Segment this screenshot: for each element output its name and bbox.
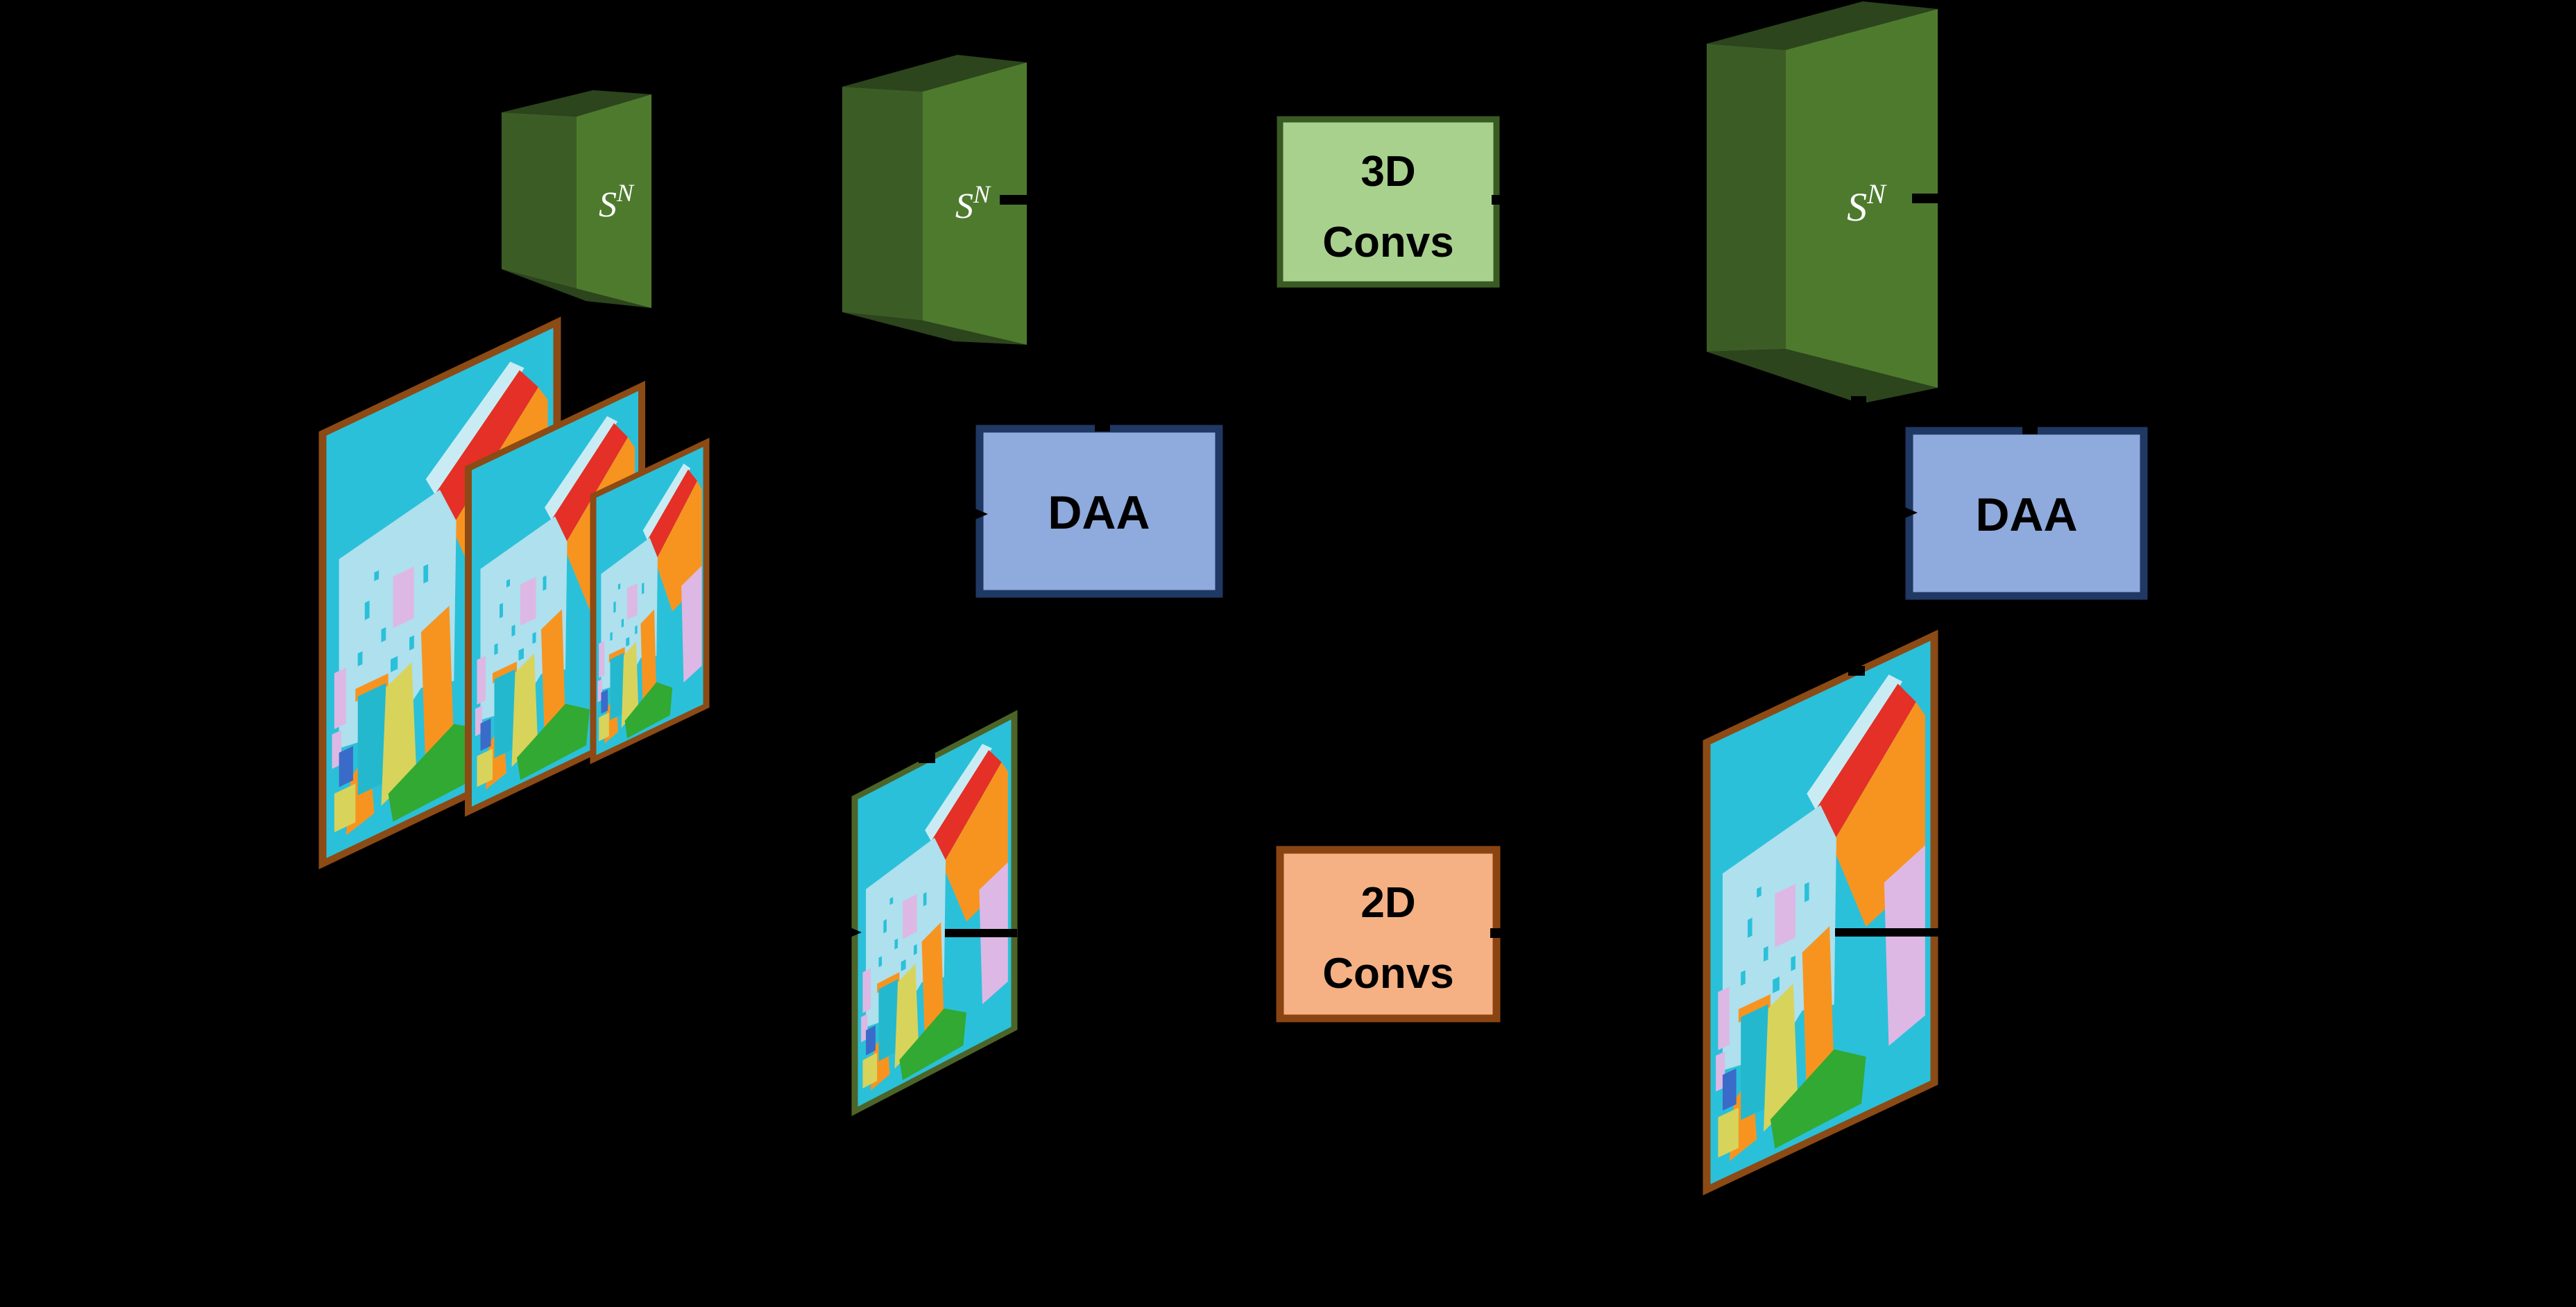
- convs-2d-label-line1: 2D: [1360, 879, 1415, 927]
- volume-label-sn: SN: [1847, 178, 1887, 230]
- volume-top-face: [842, 55, 1027, 92]
- daa-block-right: DAA: [1905, 427, 2148, 600]
- output-image-large-border: [1703, 629, 1938, 1196]
- connector-stub-prediction-image-top: [919, 753, 935, 763]
- daa-right-label: DAA: [1975, 488, 2077, 541]
- volume-label-sn: SN: [599, 179, 635, 225]
- input-image-stack: [318, 316, 710, 870]
- feature-volume-small: SN: [502, 90, 651, 308]
- volume-label-sn: SN: [955, 180, 991, 226]
- sn-base: S: [955, 187, 973, 226]
- connector-dash-after-volume-large: [1912, 194, 1940, 203]
- arrowhead-into-prediction-image: [842, 924, 862, 941]
- connector-stub-volume-large-bottom: [1851, 396, 1866, 405]
- volume-front-face: [923, 62, 1027, 345]
- connector-stub-output-image-top: [1848, 666, 1865, 676]
- volume-bottom-face: [842, 312, 1027, 345]
- prediction-image-small: [851, 710, 1018, 1116]
- daa-left-label: DAA: [1048, 486, 1150, 539]
- arrowhead-into-daa-right: [1900, 505, 1918, 520]
- stack-image-small-border: [590, 437, 710, 764]
- volume-side-face: [1707, 44, 1786, 352]
- connector-stub-daa-right-top: [2022, 425, 2038, 434]
- feature-volume-large: SN: [1707, 1, 1938, 404]
- volume-top-face: [502, 90, 651, 117]
- connector-stub-daa-left-top: [1095, 422, 1110, 432]
- volume-front-face: [577, 94, 651, 308]
- connector-fragments: [842, 194, 2038, 941]
- segmentation-map: [855, 715, 1014, 1111]
- sn-base: S: [599, 185, 617, 225]
- daa-block-left: DAA: [975, 425, 1223, 598]
- arrowhead-into-daa-left: [970, 506, 988, 522]
- volume-side-face: [842, 87, 923, 321]
- convs-3d-label-line2: Convs: [1322, 219, 1453, 266]
- feature-volume-medium: SN: [842, 55, 1027, 345]
- output-image-large: [1703, 629, 1938, 1196]
- connector-line-over-prediction-image: [945, 929, 1017, 937]
- connector-line-over-output-image: [1835, 928, 1939, 937]
- sn-base: S: [1847, 185, 1867, 230]
- connector-dash-after-convs-2d: [1490, 928, 1514, 938]
- convs-3d-box: [1277, 116, 1500, 288]
- volume-side-face: [502, 112, 577, 289]
- convs-2d-label-line2: Convs: [1322, 950, 1453, 998]
- convs-3d-label-line1: 3D: [1360, 148, 1415, 196]
- sn-superscript: N: [973, 180, 991, 208]
- volume-bottom-face: [1707, 349, 1938, 404]
- stack-image-small: [590, 437, 710, 764]
- sn-superscript: N: [616, 179, 635, 207]
- daa-right-box: [1905, 427, 2148, 600]
- sn-superscript: N: [1866, 178, 1887, 210]
- convs-2d-block: 2D Convs: [1276, 846, 1501, 1023]
- connector-dash-after-volume-medium: [1000, 195, 1029, 205]
- convs-3d-block: 3D Convs: [1277, 116, 1500, 288]
- segmentation-map: [1707, 635, 1934, 1190]
- connector-dash-after-convs-3d: [1492, 195, 1515, 205]
- volume-top-face: [1707, 1, 1938, 50]
- volume-front-face: [1786, 9, 1938, 388]
